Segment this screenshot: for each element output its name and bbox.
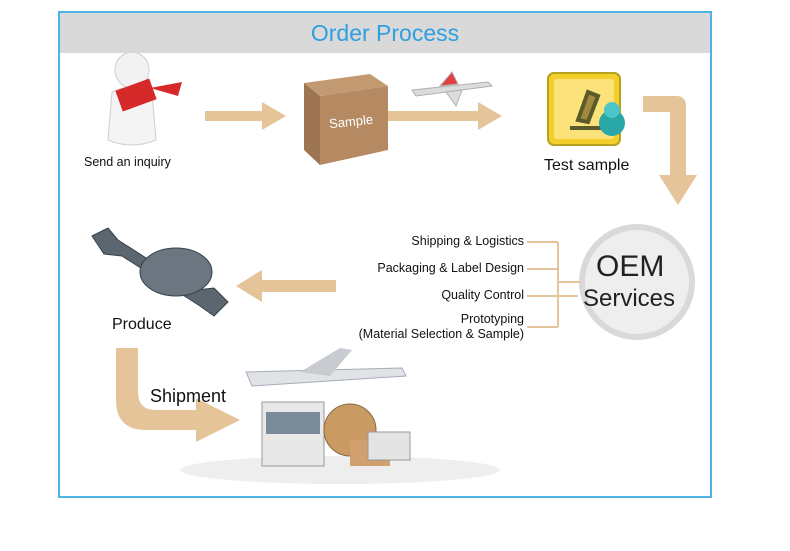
arrow-sample-to-test [388,102,502,130]
oem-title: OEM [596,250,665,283]
service-quality: Quality Control [441,288,524,302]
header-bar: Order Process [60,13,710,53]
arrow-test-to-oem [643,96,697,205]
microscope-icon [547,72,625,146]
sample-box-icon [304,74,388,165]
step-test-sample: Test sample [544,157,630,174]
service-packaging: Packaging & Label Design [377,261,524,275]
arrow-produce-to-shipment [116,348,240,442]
shipment-illustration [180,348,500,484]
oem-circle [579,224,695,340]
airplane-icon [411,71,494,108]
oem-subtitle: Services [583,285,676,312]
step-produce: Produce [112,316,172,333]
arrow-oem-to-produce [236,270,336,302]
step-send-inquiry: Send an inquiry [84,155,171,169]
service-prototyping-detail: (Material Selection & Sample) [358,327,524,341]
service-shipping: Shipping & Logistics [411,234,524,248]
step-shipment: Shipment [150,386,227,406]
diagram-title: Order Process [310,20,460,46]
service-prototyping: Prototyping [460,312,524,326]
arrow-inquiry-to-sample [205,102,286,130]
wrench-hand-icon [91,227,229,317]
services-bracket [527,241,580,328]
person-envelope-icon [107,51,182,146]
